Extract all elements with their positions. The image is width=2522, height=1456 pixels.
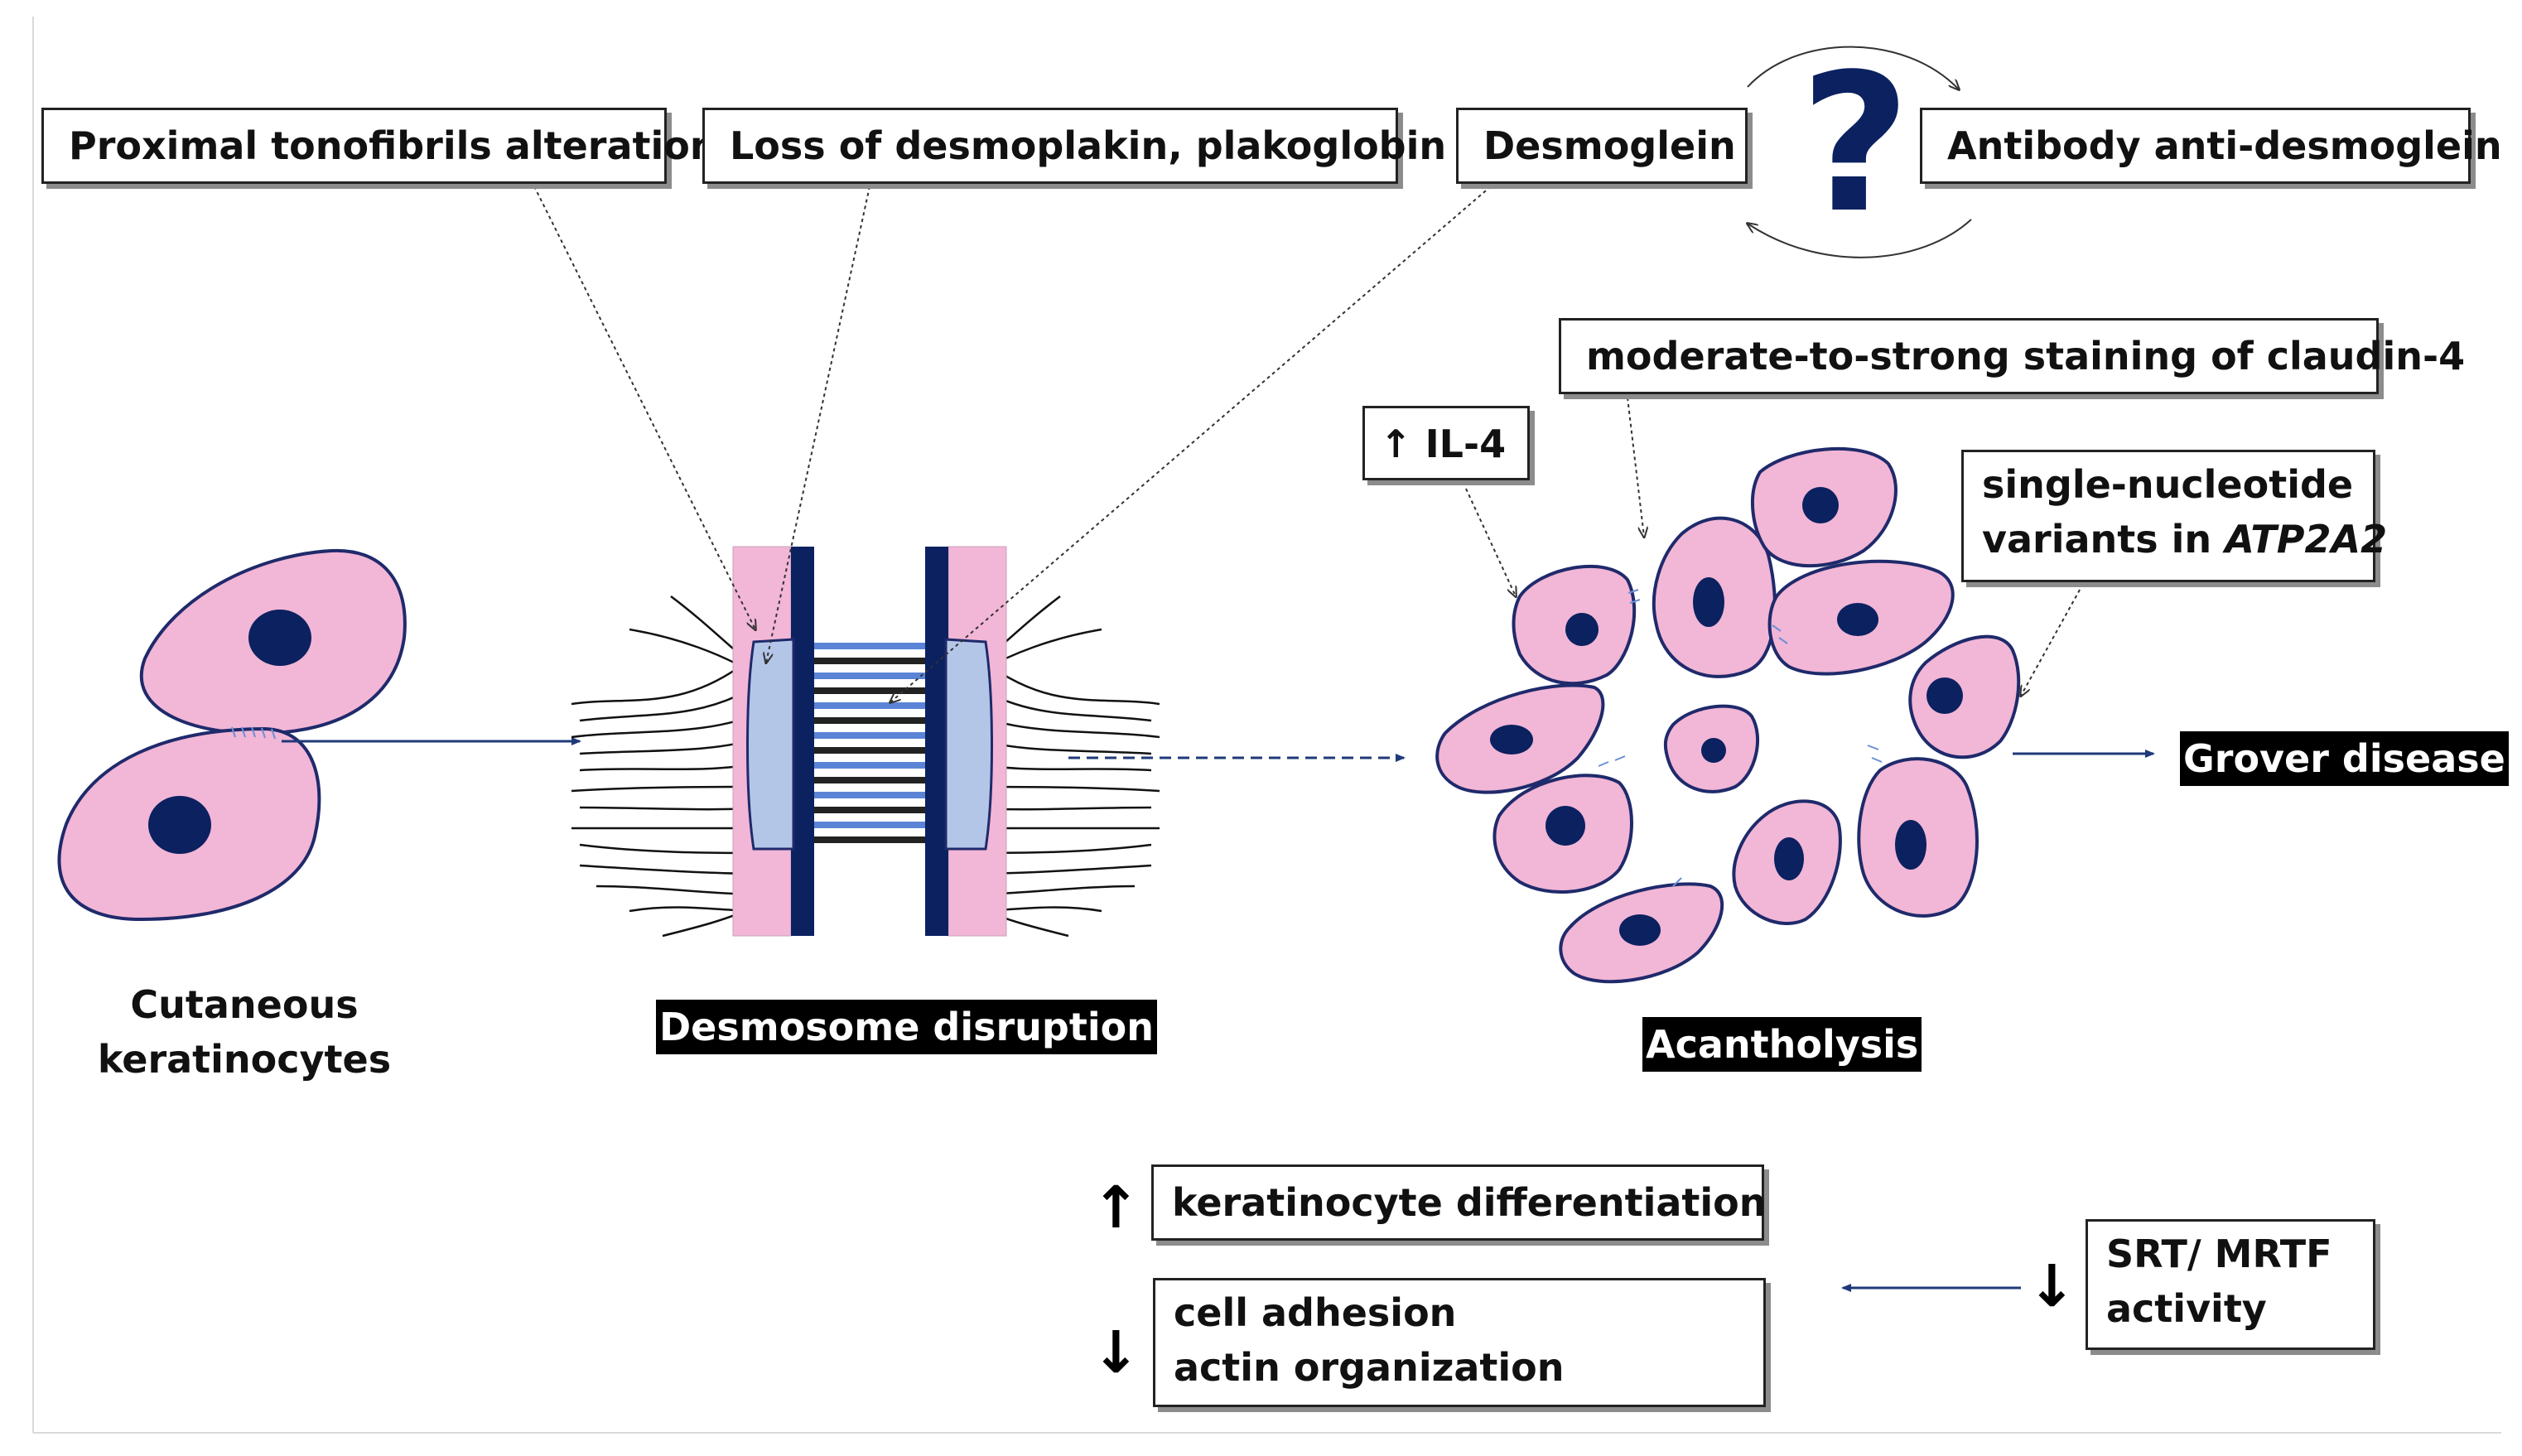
nucleus	[1774, 837, 1804, 880]
residual-junction-marks	[1598, 589, 1883, 887]
caption-acantholysis: Acantholysis	[1642, 1017, 1922, 1072]
label-loss-desmoplakin: Loss of desmoplakin, plakoglobin	[702, 108, 1446, 184]
desmoglein-strands	[814, 643, 925, 843]
actin-organization-text: actin organization	[1174, 1345, 1565, 1390]
right-dense-plate	[925, 547, 948, 936]
desmosome-illustration	[571, 546, 1160, 938]
label-claudin-4: moderate-to-strong staining of claudin-4	[1559, 318, 2465, 394]
caption-grover-disease: Grover disease	[2180, 731, 2509, 786]
nucleus-upper	[248, 610, 311, 666]
nucleus	[1802, 487, 1839, 523]
label-srt-mrtf-activity: SRT/ MRTF activity	[2086, 1219, 2375, 1350]
acantholytic-cell	[1908, 634, 2021, 759]
nucleus	[1565, 613, 1599, 646]
left-dense-plate	[791, 547, 814, 936]
up-arrow-icon: ↑	[1380, 422, 1412, 466]
nucleus-lower	[148, 796, 211, 854]
label-keratinocyte-differentiation: keratinocyte differentiation	[1151, 1164, 1767, 1241]
snv-line1: single-nucleotide	[1982, 462, 2354, 507]
snv-line2: variants in ATP2A2	[1982, 517, 2388, 562]
label-desmoglein: Desmoglein	[1456, 108, 1748, 184]
nucleus	[1490, 725, 1533, 755]
label-snv-atp2a2: single-nucleotide variants in ATP2A2	[1961, 450, 2388, 582]
srt-line1: SRT/ MRTF	[2106, 1232, 2332, 1276]
cycle-arc-top	[1747, 46, 1959, 89]
caption-desmosome-disruption: Desmosome disruption	[656, 1000, 1157, 1054]
nucleus	[1926, 677, 1963, 714]
keratinocyte-pair	[57, 548, 407, 922]
cell-adhesion-text: cell adhesion	[1174, 1290, 1457, 1335]
question-mark-icon: ?	[1800, 34, 1911, 255]
srt-line2: activity	[2106, 1286, 2267, 1331]
nucleus	[1895, 820, 1926, 870]
pointer-lines	[533, 186, 2084, 702]
label-proximal-tonofibrils: Proximal tonofibrils alteration	[41, 108, 717, 184]
down-arrow-icon: ↓	[2028, 1252, 2076, 1320]
nucleus	[1693, 577, 1724, 627]
nucleus	[1546, 806, 1585, 846]
left-cadherin-core	[746, 638, 795, 851]
cell-junction-marks	[231, 726, 276, 740]
nucleus	[1837, 603, 1878, 636]
gene-name: ATP2A2	[2225, 517, 2388, 562]
down-arrow-icon: ↓	[1092, 1319, 1140, 1386]
acantholysis-cluster	[1435, 446, 2021, 984]
label-antibody-anti-desmoglein: Antibody anti-desmoglein	[1920, 108, 2502, 184]
il4-text: IL-4	[1425, 422, 1507, 466]
label-il-4: ↑ IL-4	[1362, 406, 1530, 480]
caption-cutaneous-keratinocytes: Cutaneous keratinocytes	[97, 982, 392, 1082]
up-arrow-icon: ↑	[1092, 1174, 1140, 1241]
acantholysis-nuclei	[1490, 487, 1963, 946]
label-cell-adhesion-actin: cell adhesion actin organization	[1153, 1278, 1766, 1407]
cycle-arc-bottom	[1748, 219, 1972, 258]
nucleus	[1619, 914, 1661, 946]
right-cadherin-core	[944, 638, 993, 851]
nucleus	[1701, 738, 1726, 763]
